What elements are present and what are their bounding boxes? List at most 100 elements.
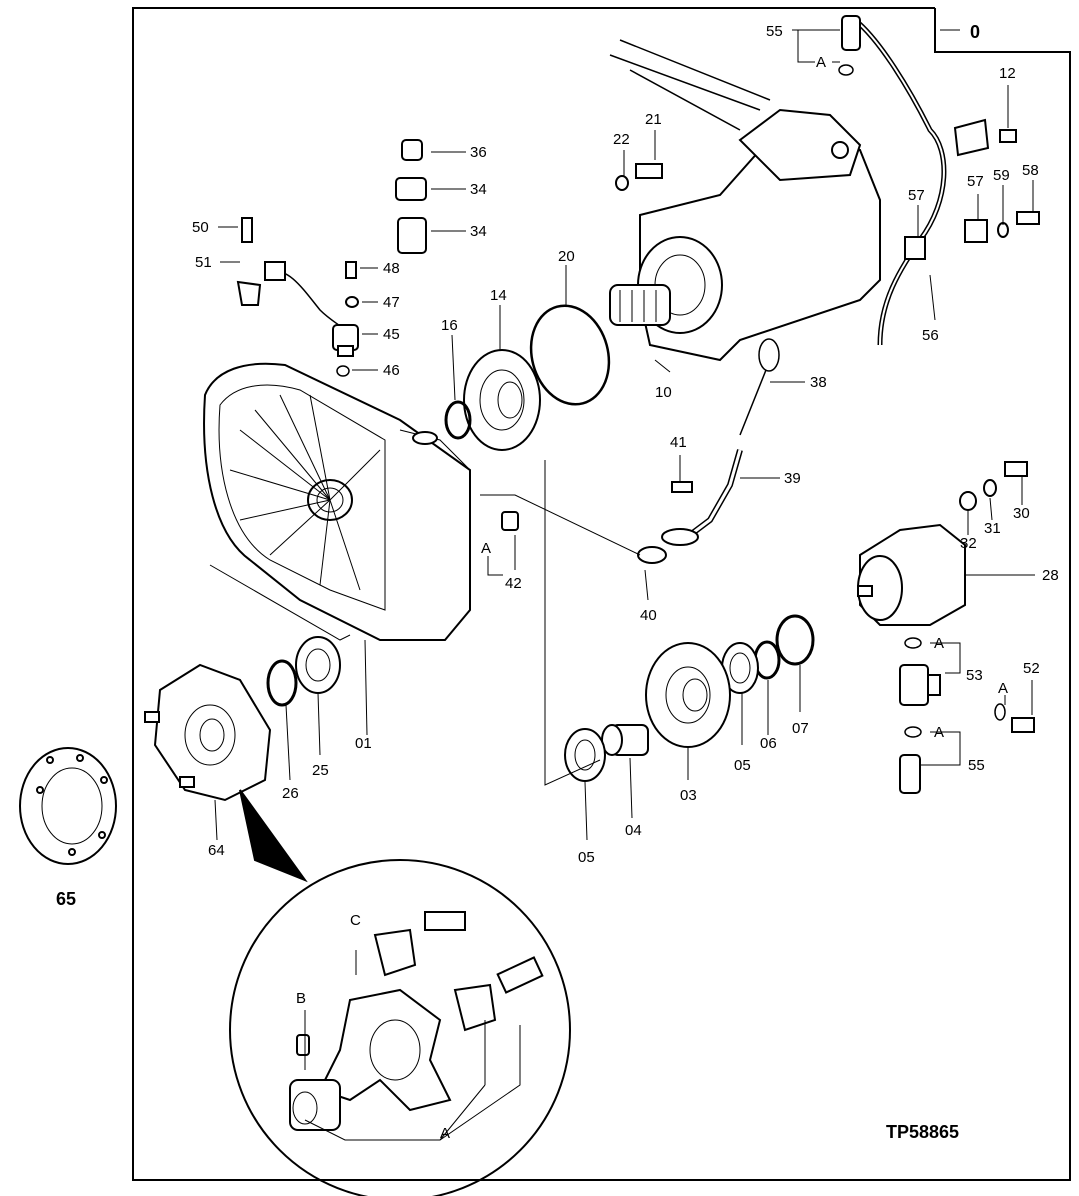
bracket-part-12 <box>953 118 990 157</box>
gear-part-03 <box>645 642 731 748</box>
letter-a-53: A <box>934 635 944 652</box>
callout-40: 40 <box>640 607 657 624</box>
plug-part-52 <box>994 703 1035 733</box>
washer-part-22 <box>615 175 629 191</box>
callout-52: 52 <box>1023 660 1040 677</box>
callout-57-right: 57 <box>967 173 984 190</box>
plug-part-42 <box>501 511 519 531</box>
callout-55-lower: 55 <box>968 757 985 774</box>
bolt-part-48 <box>345 261 357 279</box>
callout-06: 06 <box>760 735 777 752</box>
clip-part-31 <box>983 479 997 497</box>
fitting-part-55-top <box>841 15 861 51</box>
callout-14: 14 <box>490 287 507 304</box>
clamp-part-57-right <box>964 219 988 243</box>
bearing-part-25 <box>295 636 341 694</box>
callout-12: 12 <box>999 65 1016 82</box>
tube-part-39 <box>661 449 743 546</box>
o-ring-part-55-lower <box>904 726 922 738</box>
callout-01: 01 <box>355 735 372 752</box>
snap-ring-part-16 <box>444 400 472 440</box>
frame-label: 0 <box>970 22 980 42</box>
leader-lines <box>214 29 1035 1070</box>
callout-22: 22 <box>613 131 630 148</box>
bolt-part-50 <box>241 217 253 243</box>
callout-21: 21 <box>645 111 662 128</box>
callout-47: 47 <box>383 294 400 311</box>
callout-42: 42 <box>505 575 522 592</box>
frame <box>132 7 1071 1181</box>
callout-58: 58 <box>1022 162 1039 179</box>
callout-28: 28 <box>1042 567 1059 584</box>
callout-05-right: 05 <box>734 757 751 774</box>
callout-39: 39 <box>784 470 801 487</box>
fitting-part-53 <box>899 664 941 706</box>
washer-part-47 <box>345 296 359 308</box>
shaft-part-04 <box>601 724 649 756</box>
callout-labels: 0 55 A 12 21 22 36 34 34 58 59 57 57 50 … <box>56 22 1059 1142</box>
callout-31: 31 <box>984 520 1001 537</box>
clamp-part-57-left <box>904 236 926 260</box>
callout-05-left: 05 <box>578 849 595 866</box>
letter-a-52: A <box>998 680 1008 697</box>
callout-56: 56 <box>922 327 939 344</box>
nut-part-59 <box>997 222 1009 238</box>
callout-41: 41 <box>670 434 687 451</box>
letter-c-detail: C <box>350 912 361 929</box>
callout-55-top: 55 <box>766 23 783 40</box>
callout-26: 26 <box>282 785 299 802</box>
callout-51: 51 <box>195 254 212 271</box>
bolt-part-41 <box>671 481 693 493</box>
callout-36: 36 <box>470 144 487 161</box>
nut-part-34-lower <box>397 217 427 254</box>
callout-04: 04 <box>625 822 642 839</box>
pump-part-28 <box>857 523 966 626</box>
callout-53: 53 <box>966 667 983 684</box>
gear-part-14 <box>463 349 541 451</box>
fitting-part-55-lower <box>899 754 921 794</box>
callout-45: 45 <box>383 326 400 343</box>
figure-ref-code: TP58865 <box>886 1122 959 1142</box>
callout-38: 38 <box>810 374 827 391</box>
flange-part-65 <box>19 747 117 865</box>
callout-32: 32 <box>960 535 977 552</box>
motor-part-10 <box>609 39 881 362</box>
bolt-part-58 <box>1016 211 1040 225</box>
hose-part-56 <box>853 18 947 346</box>
o-ring-part-55-top <box>838 64 854 76</box>
gasket-part-40 <box>637 546 667 564</box>
detail-view-coupling <box>229 789 571 1196</box>
snap-ring-part-07 <box>775 614 815 666</box>
o-ring-part-20 <box>529 304 611 406</box>
callout-16: 16 <box>441 317 458 334</box>
callout-64: 64 <box>208 842 225 859</box>
washer-part-32 <box>959 491 977 511</box>
bearing-part-05-left <box>564 728 606 782</box>
callout-50: 50 <box>192 219 209 236</box>
callout-07: 07 <box>792 720 809 737</box>
o-ring-part-53 <box>904 637 922 649</box>
callout-30: 30 <box>1013 505 1030 522</box>
bolt-part-21 <box>635 163 663 179</box>
callout-20: 20 <box>558 248 575 265</box>
letter-a-42: A <box>481 540 491 557</box>
callout-48: 48 <box>383 260 400 277</box>
housing-part-01 <box>203 362 471 641</box>
letter-b-detail: B <box>296 990 306 1007</box>
snap-ring-part-26 <box>266 659 298 707</box>
bolt-part-30 <box>1004 461 1028 477</box>
fitting-part-36 <box>401 139 423 161</box>
callout-34-upper: 34 <box>470 181 487 198</box>
bracket-part-51 <box>236 280 262 306</box>
o-ring-part-46 <box>336 365 350 377</box>
sensor-part-45 <box>264 261 359 357</box>
callout-03: 03 <box>680 787 697 804</box>
callout-34-lower: 34 <box>470 223 487 240</box>
letter-a-top: A <box>816 54 826 71</box>
coupling-part-64 <box>144 663 272 802</box>
callout-10: 10 <box>655 384 672 401</box>
letter-a-55: A <box>934 724 944 741</box>
bolt-part-12 <box>999 129 1017 143</box>
callout-65: 65 <box>56 889 76 909</box>
